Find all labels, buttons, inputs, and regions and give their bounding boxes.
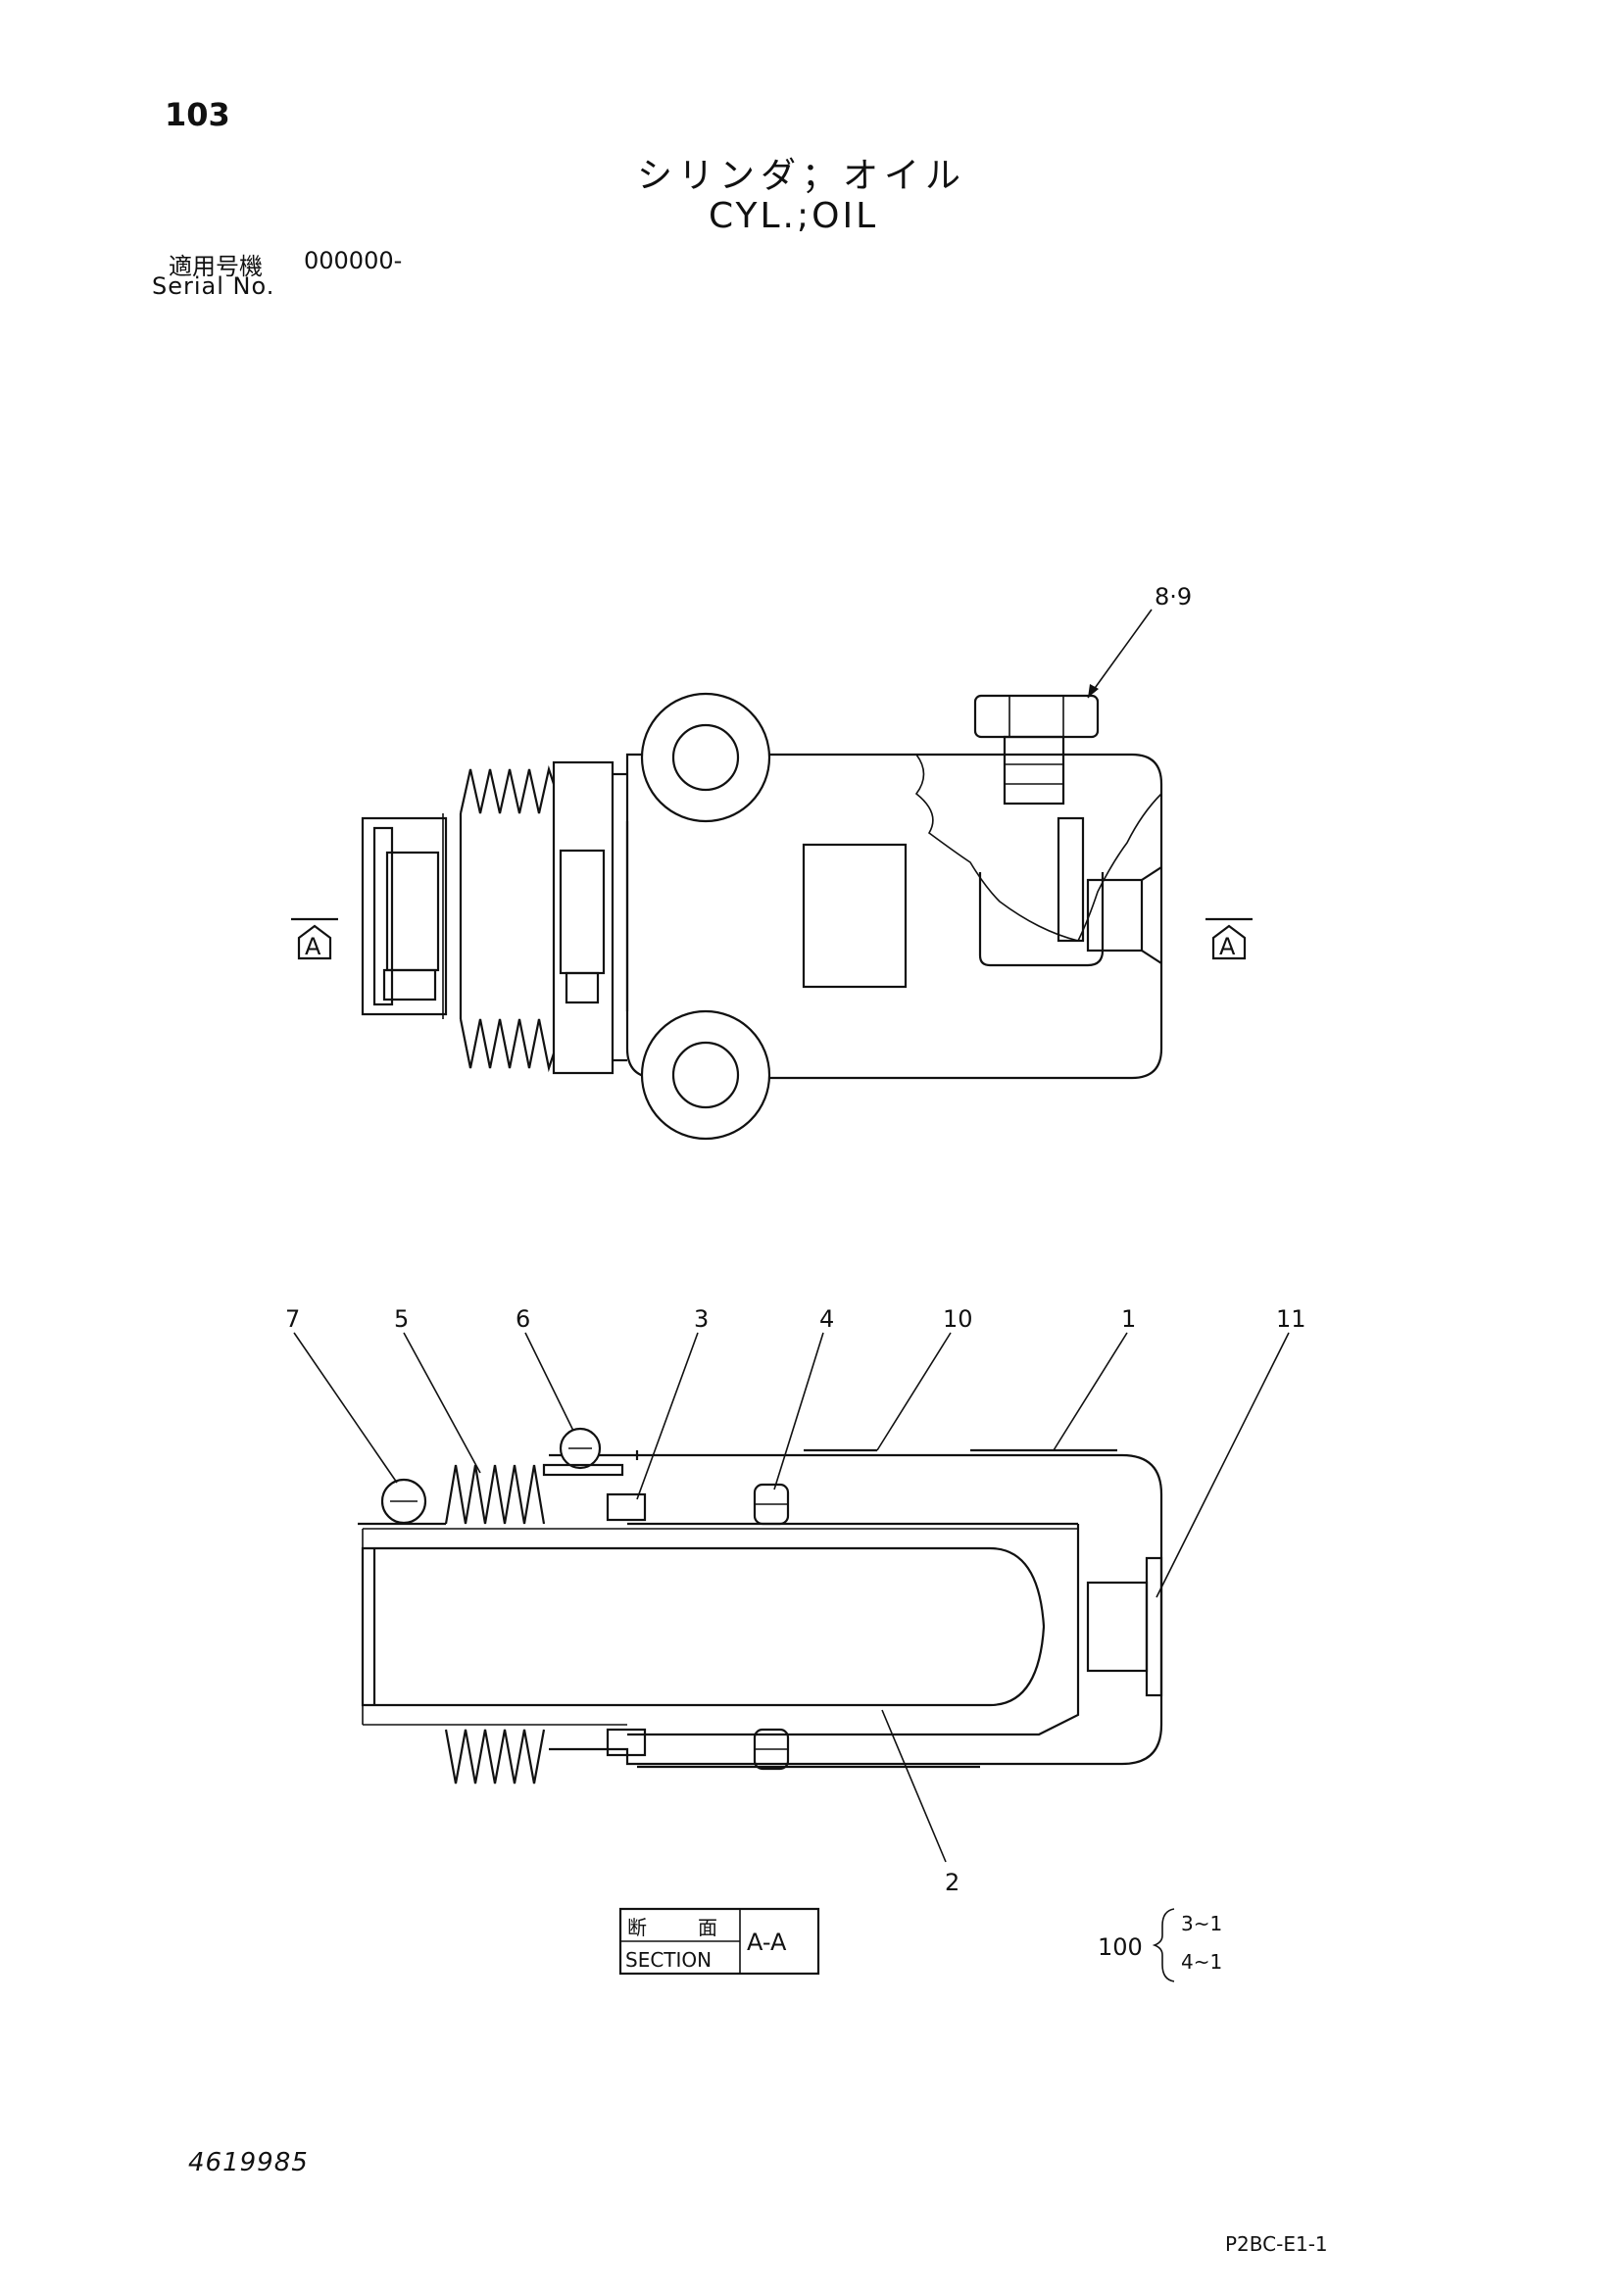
callout-11: 11 <box>1276 1305 1306 1333</box>
callout-5: 5 <box>394 1305 409 1333</box>
callout-8-9: 8·9 <box>1155 583 1192 611</box>
serial-label-english: Serial No. <box>152 272 275 300</box>
serial-label-japanese: 適用号機 <box>169 253 263 280</box>
svg-text:面: 面 <box>698 1916 717 1939</box>
drawing-number: 4619985 <box>188 2148 309 2177</box>
section-view-drawing: 7 5 6 3 4 10 1 11 2 断 面 SECTION A-A 100 … <box>285 1305 1306 1982</box>
svg-text:A-A: A-A <box>747 1929 787 1956</box>
callout-6: 6 <box>516 1305 530 1333</box>
svg-text:断: 断 <box>627 1916 647 1939</box>
svg-text:A: A <box>305 933 321 960</box>
svg-text:100: 100 <box>1098 1933 1143 1961</box>
title-japanese: シリンダ；オイル <box>637 156 967 196</box>
section-marker-right: A <box>1205 917 1253 960</box>
svg-text:4~1: 4~1 <box>1181 1950 1222 1974</box>
serial-value: 000000- <box>304 247 403 274</box>
title-english: CYL.;OIL <box>709 196 879 236</box>
svg-text:SECTION: SECTION <box>625 1948 712 1972</box>
svg-text:A: A <box>1219 933 1236 960</box>
callout-4: 4 <box>819 1305 834 1333</box>
callout-3: 3 <box>694 1305 709 1333</box>
section-marker-left: A <box>291 917 338 960</box>
kit-note: 100 3~1 4~1 <box>1098 1908 1222 1982</box>
top-view-drawing: A A 8·9 <box>291 583 1253 1141</box>
callout-7: 7 <box>285 1305 300 1333</box>
sheet-code: P2BC-E1-1 <box>1225 2232 1328 2256</box>
callout-1: 1 <box>1121 1305 1136 1333</box>
svg-text:3~1: 3~1 <box>1181 1912 1222 1935</box>
section-label-box: 断 面 SECTION A-A <box>618 1907 820 1976</box>
callout-10: 10 <box>943 1305 973 1333</box>
page-number: 103 <box>165 96 230 133</box>
callout-2: 2 <box>945 1869 959 1896</box>
